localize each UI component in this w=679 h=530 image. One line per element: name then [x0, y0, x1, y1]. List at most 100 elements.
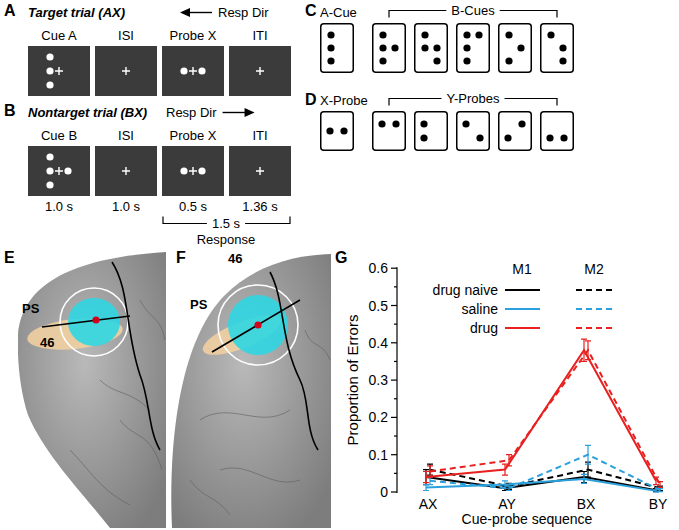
stimulus-dot — [463, 31, 470, 38]
probe-card — [541, 112, 574, 151]
data-line — [430, 350, 660, 484]
card-frame — [321, 112, 354, 151]
gyrus-line — [120, 420, 162, 470]
y-tick — [394, 361, 397, 362]
screen-ground — [95, 46, 157, 96]
screen-display — [229, 146, 291, 196]
stimulus-dot — [378, 120, 385, 127]
y-tick — [394, 286, 397, 287]
probe-card — [415, 112, 448, 151]
stimulus-dot — [198, 167, 205, 174]
stimulus-dot — [46, 181, 53, 188]
fixation-cross — [55, 67, 63, 75]
panel-letter: F — [176, 250, 186, 266]
stimulus-card: A-Cue — [320, 5, 359, 73]
stimulus-dot — [379, 57, 386, 64]
legend-text: drug naive — [433, 283, 498, 297]
direction-arrow — [223, 112, 247, 113]
tick-label: AY — [498, 497, 516, 511]
screen-frame: Probe X — [161, 128, 225, 196]
probe-card — [373, 112, 406, 151]
card-frame — [415, 112, 448, 151]
y-tick — [391, 417, 397, 418]
cue-card — [457, 24, 490, 73]
cue-card — [373, 24, 406, 73]
fixation-cross — [189, 167, 197, 175]
y-tick — [391, 491, 397, 492]
panel-letter: G — [335, 250, 347, 266]
tick-label: BX — [577, 497, 596, 511]
stimulus-dot — [462, 120, 469, 127]
duration: 0.5 s — [179, 200, 207, 213]
stimulus-name: Cue B — [27, 128, 91, 144]
y-tick — [394, 435, 397, 436]
tick-label: AX — [419, 497, 438, 511]
panel-letter: C — [305, 3, 317, 19]
stimulus-dot — [420, 120, 427, 127]
y-tick — [391, 305, 397, 306]
bracket — [500, 11, 557, 18]
duration: 1.5 s — [210, 217, 242, 230]
injection-site — [92, 316, 99, 323]
stimulus-name: Probe X — [161, 28, 225, 44]
stimulus-dot — [198, 67, 205, 74]
brain-image — [171, 254, 331, 528]
card-frame — [415, 24, 448, 73]
sulcus-name: PS — [22, 302, 39, 315]
direction-arrow — [188, 12, 212, 13]
panel-letter: B — [4, 103, 16, 119]
gyrus-line — [70, 450, 130, 505]
monkey-name: M2 — [584, 262, 603, 276]
legend-line — [576, 327, 612, 329]
screen-ground — [28, 46, 90, 96]
tick-label: 0.1 — [369, 448, 388, 462]
axis-title: Proportion of Errors — [345, 315, 360, 446]
stimulus-dot — [559, 57, 566, 64]
stimulus-name: ITI — [228, 128, 292, 144]
data-line — [426, 479, 656, 491]
stimulus-art — [28, 46, 90, 96]
stimulus-dot — [505, 57, 512, 64]
arrow-head — [180, 8, 190, 17]
error-bar — [506, 486, 512, 490]
fixation-cross — [122, 167, 130, 175]
card-frame — [457, 112, 490, 151]
card-display — [320, 23, 354, 73]
duration: 1.36 s — [242, 200, 277, 213]
tick-label: 0.2 — [369, 410, 388, 424]
stimulus-name: ITI — [228, 28, 292, 44]
stimulus-name: Probe X — [161, 128, 225, 144]
stimulus-dot — [421, 31, 428, 38]
group-name: Y-Probes — [445, 92, 502, 105]
legend-text: drug — [470, 321, 498, 335]
axis-title: Cue-probe sequence — [462, 512, 593, 526]
stimulus-art — [229, 146, 291, 196]
legend-line — [505, 327, 540, 329]
stimulus-art — [28, 146, 90, 196]
legend-line — [505, 289, 540, 291]
stimulus-dot — [46, 67, 53, 74]
error-bar — [427, 477, 433, 484]
duration: 1.0 s — [112, 200, 140, 213]
stimulus-dot — [46, 153, 53, 160]
epoch-name: Response — [197, 233, 256, 246]
arrow-head — [245, 108, 255, 117]
brain-surface — [171, 254, 331, 528]
fixation-cross — [122, 67, 130, 75]
stimulus-art — [95, 146, 157, 196]
trial-title: Target trial (AX) — [28, 6, 125, 19]
tick-label: BY — [649, 497, 668, 511]
legend-line — [576, 308, 612, 310]
screen-frame: ISI — [94, 128, 158, 196]
stimulus-name: ISI — [94, 28, 158, 44]
screen-display — [95, 46, 157, 96]
panel-letter: A — [4, 3, 16, 19]
stimulus-dot — [180, 167, 187, 174]
stimulus-dot — [547, 31, 554, 38]
brain-surface — [18, 252, 166, 528]
cue-card — [415, 24, 448, 73]
cue-card — [541, 24, 574, 73]
stimulus-dot — [518, 120, 525, 127]
gyrus-line — [140, 300, 165, 340]
bracket — [389, 99, 442, 106]
